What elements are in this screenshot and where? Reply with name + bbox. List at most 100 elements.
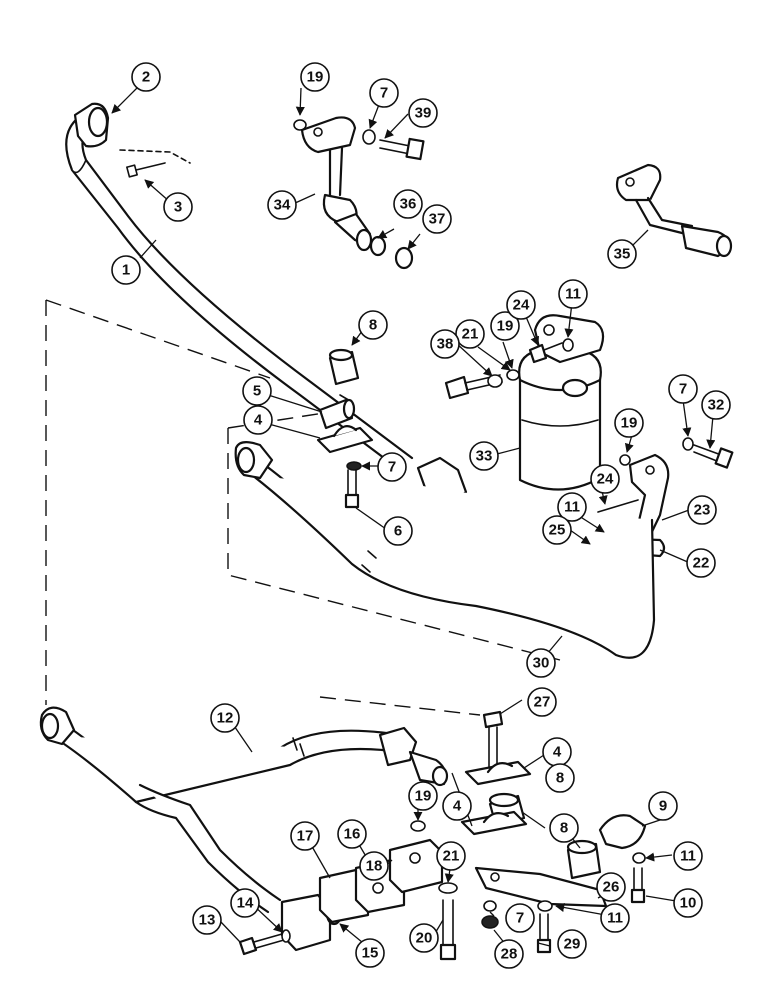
washer-7c (346, 461, 362, 471)
receiver-drier-33 (518, 314, 605, 491)
svg-text:28: 28 (501, 946, 518, 963)
callout-29: 29 (557, 929, 587, 959)
sleeve-8a (328, 348, 360, 386)
bolt-10 (630, 867, 646, 904)
svg-text:7: 7 (388, 459, 396, 476)
callout-18: 18 (359, 851, 389, 881)
svg-text:1: 1 (122, 262, 130, 279)
callout-4b: 4 (542, 737, 572, 767)
svg-text:30: 30 (533, 655, 550, 672)
washer-7b (682, 437, 694, 451)
o-ring-19a (293, 119, 307, 131)
svg-text:4: 4 (553, 744, 562, 761)
callout-21a: 21 (455, 319, 485, 349)
pipe-elbow-34 (300, 116, 373, 252)
callout-25: 25 (542, 515, 572, 545)
svg-text:7: 7 (679, 381, 687, 398)
nut-11a (562, 338, 574, 352)
o-ring-19d (410, 820, 426, 832)
washer-37 (394, 246, 414, 270)
washer-7d (483, 900, 497, 912)
sleeve-5 (318, 398, 356, 430)
callout-13: 13 (192, 905, 222, 935)
svg-text:15: 15 (362, 945, 379, 962)
svg-text:33: 33 (476, 448, 493, 465)
svg-text:7: 7 (380, 85, 388, 102)
bolt-32 (693, 444, 734, 469)
svg-text:7: 7 (516, 910, 524, 927)
svg-text:4: 4 (254, 412, 263, 429)
sleeve-8c (566, 839, 602, 880)
callout-33: 33 (469, 441, 499, 471)
washer-14 (281, 929, 291, 943)
seal-36 (369, 235, 387, 257)
callout-2: 2 (131, 62, 161, 92)
svg-text:6: 6 (394, 523, 402, 540)
pipe-elbow-35 (615, 163, 733, 258)
o-ring-19c (619, 454, 631, 466)
callout-9: 9 (648, 791, 678, 821)
svg-text:19: 19 (621, 415, 638, 432)
bolt-24b (597, 499, 639, 513)
svg-text:11: 11 (564, 499, 580, 516)
callout-11c: 11 (673, 841, 703, 871)
clamp-9 (598, 814, 647, 850)
bolt-29 (536, 913, 552, 954)
svg-text:11: 11 (607, 910, 623, 927)
callout-6: 6 (383, 516, 413, 546)
svg-text:5: 5 (253, 383, 261, 400)
washer-7a (362, 129, 376, 145)
callout-8b: 8 (549, 813, 579, 843)
svg-text:8: 8 (560, 820, 568, 837)
callout-22: 22 (686, 548, 716, 578)
callout-7c: 7 (668, 374, 698, 404)
svg-text:21: 21 (443, 848, 460, 865)
svg-text:12: 12 (217, 710, 234, 727)
svg-text:13: 13 (199, 912, 216, 929)
callout-32: 32 (701, 390, 731, 420)
callout-23: 23 (687, 495, 717, 525)
callout-3: 3 (163, 192, 193, 222)
callout-15: 15 (355, 938, 385, 968)
callout-8c: 8 (545, 763, 575, 793)
callout-24a: 24 (506, 290, 536, 320)
callout-8a: 8 (358, 310, 388, 340)
callout-11a: 11 (558, 279, 588, 309)
nut-11c (632, 852, 646, 864)
svg-text:37: 37 (429, 211, 446, 228)
svg-text:29: 29 (564, 936, 581, 953)
svg-text:32: 32 (708, 397, 725, 414)
callout-36: 36 (393, 189, 423, 219)
callout-12: 12 (210, 703, 240, 733)
nut-11d (537, 900, 553, 912)
washer-21b (438, 882, 458, 894)
pipe-12 (39, 706, 449, 914)
callout-28: 28 (494, 939, 524, 969)
callout-39: 39 (408, 98, 438, 128)
callout-7a: 7 (369, 78, 399, 108)
svg-text:39: 39 (415, 105, 432, 122)
bolt-6 (344, 469, 360, 509)
svg-text:36: 36 (400, 196, 417, 213)
callout-38: 38 (430, 329, 460, 359)
svg-text:16: 16 (344, 826, 361, 843)
svg-text:8: 8 (556, 770, 564, 787)
svg-text:2: 2 (142, 69, 150, 86)
callout-11b: 11 (557, 492, 587, 522)
svg-text:26: 26 (603, 879, 620, 896)
nut-28 (481, 915, 499, 929)
svg-text:24: 24 (597, 471, 614, 488)
callout-4c: 4 (442, 791, 472, 821)
svg-text:14: 14 (237, 895, 254, 912)
svg-text:8: 8 (369, 317, 377, 334)
callout-17: 17 (290, 821, 320, 851)
svg-text:19: 19 (307, 69, 324, 86)
callout-1: 1 (111, 255, 141, 285)
svg-text:10: 10 (680, 895, 697, 912)
svg-text:34: 34 (274, 197, 291, 214)
svg-text:23: 23 (694, 502, 711, 519)
svg-text:4: 4 (453, 798, 462, 815)
callout-27: 27 (527, 687, 557, 717)
callouts: 1 2 3 4 4 4 5 6 7 7 7 7 8 8 8 9 10 11 11… (111, 62, 731, 969)
